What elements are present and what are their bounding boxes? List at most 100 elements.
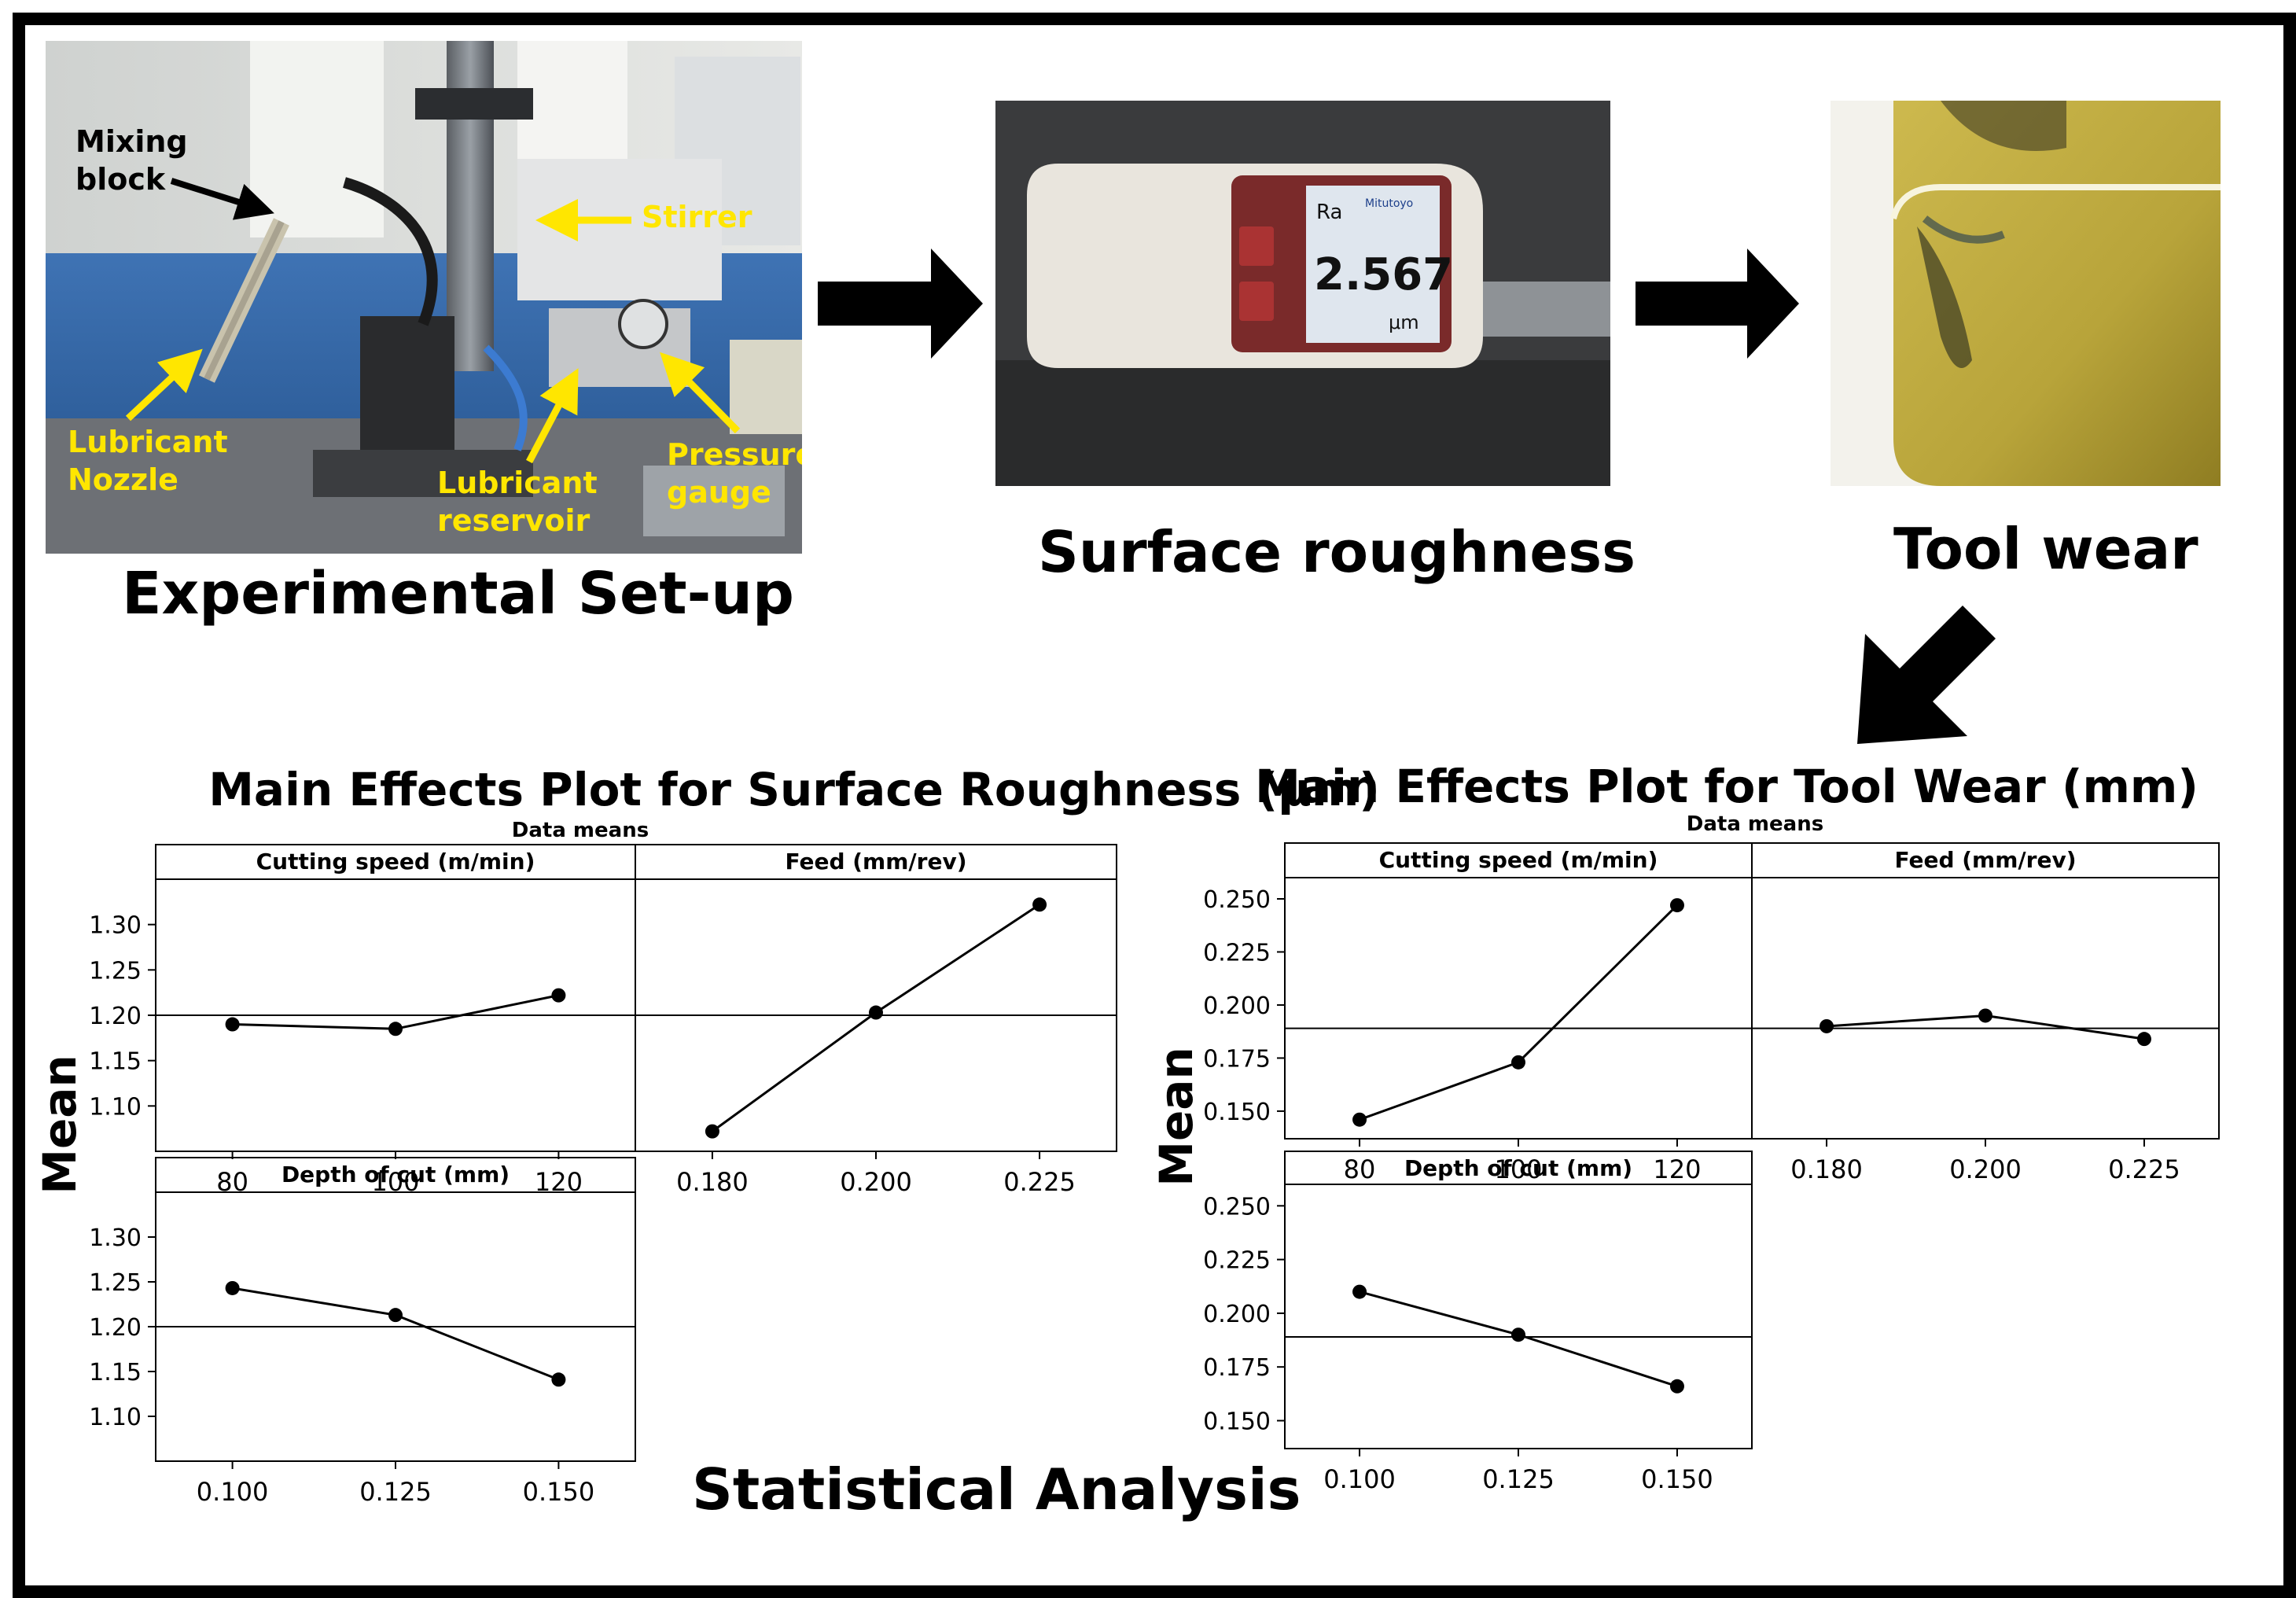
toolwear-photo (1831, 101, 2221, 486)
roughness-panel-3-series-line (232, 1287, 559, 1381)
toolwear-panel-3-data-point (1669, 1379, 1684, 1394)
meter-brand-text: Mitutoyo (1365, 197, 1413, 210)
roughness-panel-1-strip-label: Cutting speed (m/min) (256, 849, 535, 874)
roughness-panel-2-frame (635, 844, 1117, 1152)
toolwear-panel-1-data-point (1669, 898, 1684, 913)
toolwear-panel-1-data-point (1511, 1055, 1525, 1070)
roughness-chart-title: Main Effects Plot for Surface Roughness … (208, 763, 1380, 816)
meter-button-1 (1239, 226, 1274, 266)
roughness-y-axis-label: Mean (33, 1055, 86, 1194)
toolwear-panel-1-strip-label: Cutting speed (m/min) (1379, 847, 1658, 873)
toolwear-panel-3-y-tick-label: 0.175 (1203, 1354, 1271, 1382)
toolwear-panel-3-x-tick-label: 0.100 (1323, 1464, 1396, 1494)
toolwear-panel-3-data-point (1511, 1327, 1525, 1342)
setup-annotation-arrows (125, 178, 741, 464)
arrow-reservoir (526, 368, 579, 464)
roughness-panel-2-data-point (869, 1005, 883, 1020)
roughness-panel-3-y-tick-label: 1.20 (89, 1314, 142, 1342)
roughness-panel-1-data-point (388, 1022, 403, 1036)
toolwear-panel-3-x-tick-label: 0.150 (1641, 1464, 1713, 1494)
roughness-panel-3-y-tick-label: 1.15 (89, 1359, 142, 1386)
roughness-panel-3-y-tick-label: 1.25 (89, 1269, 142, 1297)
caption-statistical-analysis: Statistical Analysis (692, 1456, 1301, 1523)
toolwear-panel-1-y-tick-label: 0.200 (1203, 992, 1271, 1020)
toolwear-panel-1-x-tick-label: 80 (1344, 1154, 1376, 1184)
toolwear-panel-2-x-tick-label: 0.225 (2108, 1154, 2180, 1184)
label-stirrer: Stirrer (642, 200, 752, 234)
roughness-panel-1-y-tick-label: 1.10 (89, 1093, 142, 1121)
meter-button-2 (1239, 282, 1274, 321)
toolwear-y-axis-label: Mean (1150, 1047, 1203, 1186)
roughness-panel-1-data-point (225, 1017, 240, 1032)
toolwear-panel-2-strip-label: Feed (mm/rev) (1895, 847, 2077, 873)
toolwear-panel-2-x-tick-label: 0.200 (1949, 1154, 2022, 1184)
toolwear-chart-subtitle: Data means (1687, 812, 1823, 836)
arrow-right-1 (818, 249, 983, 359)
toolwear-chart-title: Main Effects Plot for Tool Wear (mm) (1255, 760, 2198, 813)
toolwear-panel-3-y-tick-label: 0.225 (1203, 1247, 1271, 1275)
toolwear-panel-1-frame (1284, 842, 1753, 1140)
caption-tool-wear: Tool wear (1893, 516, 2198, 582)
toolwear-panel-1-y-tick-label: 0.225 (1203, 939, 1271, 967)
toolwear-panel-1-y-tick-label: 0.250 (1203, 886, 1271, 914)
roughness-panel-2-x-tick-label: 0.200 (840, 1167, 912, 1197)
roughness-panel-2-x-tick-label: 0.180 (676, 1167, 749, 1197)
toolwear-panel-3-frame (1284, 1151, 1753, 1449)
arrow-right-2 (1636, 249, 1799, 359)
roughness-panel-3-strip-label: Depth of cut (mm) (281, 1162, 510, 1187)
arrow-mixing-block (170, 178, 274, 220)
toolwear-insert-drawing (1831, 101, 2221, 486)
roughness-panel-3-y-tick-label: 1.30 (89, 1224, 142, 1252)
roughness-photo: Ra 2.567 μm Mitutoyo (995, 101, 1610, 486)
toolwear-panel-1-x-tick-label: 100 (1494, 1154, 1542, 1184)
toolwear-panel-2-x-tick-label: 0.180 (1790, 1154, 1863, 1184)
toolwear-panel-2-frame (1751, 842, 2220, 1140)
arrow-gauge (660, 352, 741, 434)
toolwear-panel-3-y-tick-label: 0.250 (1203, 1193, 1271, 1221)
roughness-panel-3-data-point (388, 1308, 403, 1323)
roughness-panel-3-data-point (225, 1280, 240, 1295)
toolwear-panel-2-data-point (2136, 1032, 2151, 1047)
arrow-nozzle (125, 348, 203, 422)
toolwear-panel-3-y-tick-label: 0.200 (1203, 1301, 1271, 1328)
roughness-panel-1-y-tick-label: 1.25 (89, 957, 142, 985)
caption-setup: Experimental Set-up (122, 560, 794, 628)
roughness-panel-3-x-tick-label: 0.125 (359, 1477, 432, 1507)
toolwear-panel-3-x-tick-label: 0.125 (1482, 1464, 1555, 1494)
toolwear-panel-1-data-point (1352, 1112, 1367, 1127)
toolwear-panel-3-data-point (1352, 1284, 1367, 1299)
roughness-panel-1-y-tick-label: 1.20 (89, 1003, 142, 1030)
roughness-panel-1-y-tick-label: 1.30 (89, 912, 142, 940)
roughness-panel-3-x-tick-label: 0.150 (523, 1477, 595, 1507)
roughness-panel-2-data-point (705, 1124, 719, 1139)
meter-screen (1306, 186, 1440, 343)
toolwear-panel-1-series-line (1359, 904, 1679, 1121)
toolwear-panel-3-y-tick-label: 0.150 (1203, 1408, 1271, 1435)
roughness-panel-3-y-tick-label: 1.10 (89, 1404, 142, 1431)
roughness-panel-1-data-point (551, 988, 566, 1003)
toolwear-panel-1-y-tick-label: 0.175 (1203, 1045, 1271, 1073)
roughness-panel-2-x-tick-label: 0.225 (1003, 1167, 1076, 1197)
arrow-down-left (1857, 606, 1996, 744)
toolwear-panel-1-x-tick-label: 120 (1653, 1154, 1701, 1184)
roughness-meter-drawing: Ra 2.567 μm Mitutoyo (995, 101, 1610, 486)
meter-param-text: Ra (1316, 201, 1342, 224)
roughness-panel-2-data-point (1032, 897, 1047, 912)
roughness-chart-subtitle: Data means (512, 819, 649, 842)
roughness-panel-2-strip-label: Feed (mm/rev) (786, 849, 967, 874)
roughness-panel-3-x-tick-label: 0.100 (197, 1477, 269, 1507)
toolwear-panel-2-data-point (1820, 1018, 1834, 1033)
toolwear-panel-3-strip-label: Depth of cut (mm) (1404, 1155, 1632, 1181)
meter-reading-text: 2.567 (1314, 249, 1453, 300)
setup-photo-drawing (46, 41, 802, 554)
roughness-panel-3-data-point (551, 1372, 566, 1387)
meter-unit-text: μm (1389, 311, 1419, 333)
caption-surface-roughness: Surface roughness (1038, 519, 1636, 585)
